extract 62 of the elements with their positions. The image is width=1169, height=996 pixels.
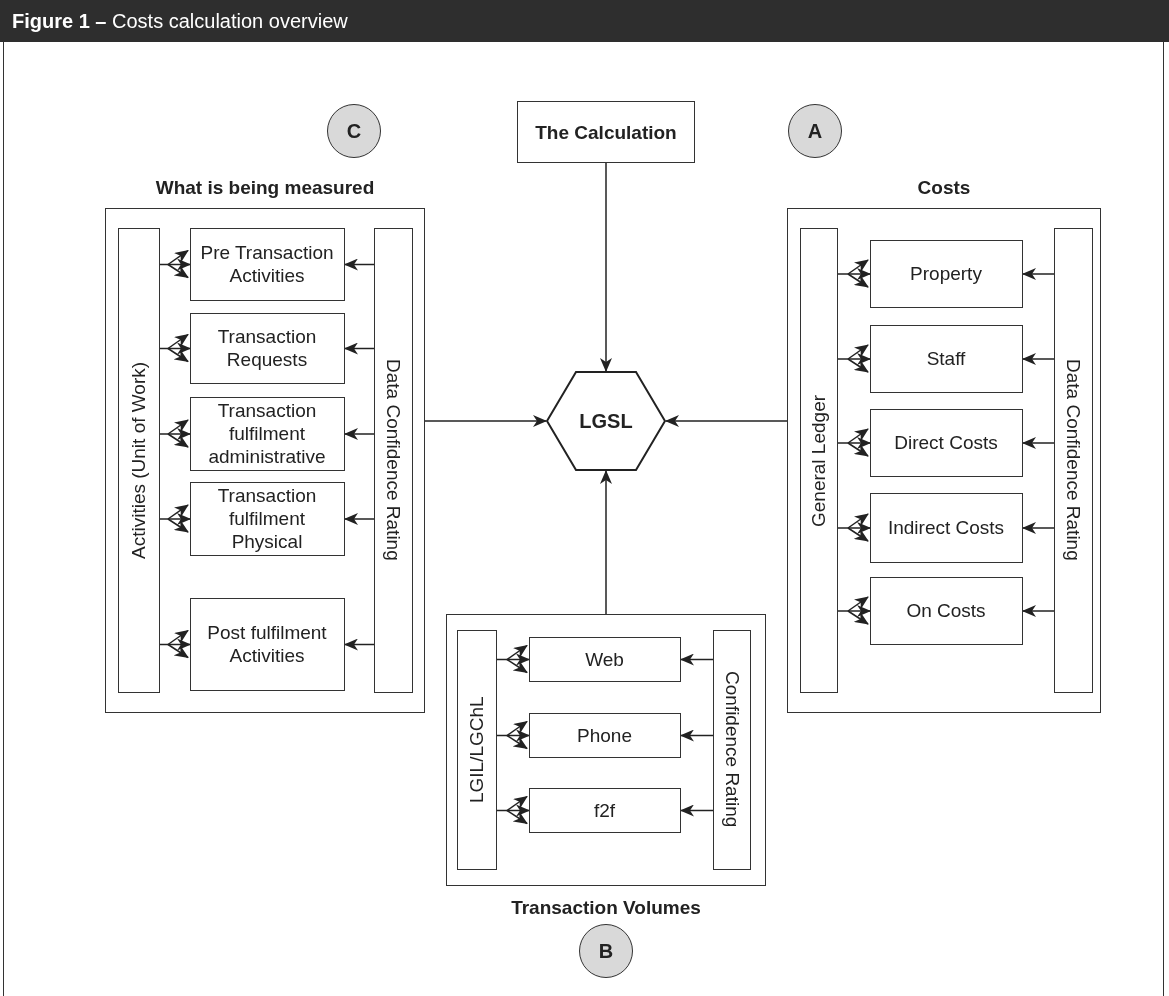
- arrow: [1022, 353, 1055, 365]
- node-label: LGSL: [579, 409, 633, 433]
- fork-arrow: [159, 249, 191, 279]
- circle-label: C: [346, 119, 362, 143]
- fork-arrow: [837, 344, 871, 373]
- fork-arrow: [837, 513, 871, 542]
- arrow: [665, 415, 788, 427]
- arrow: [344, 342, 375, 355]
- arrow: [344, 638, 375, 651]
- process-box: Pre Transaction Activities: [189, 227, 345, 301]
- process-box: Transaction fulfilment administrative: [189, 396, 345, 471]
- circle-marker: [788, 104, 842, 158]
- hexagon-node: [546, 371, 666, 471]
- process-box: Phone: [528, 712, 681, 758]
- fork-arrow: [496, 644, 530, 674]
- fork-arrow: [837, 428, 871, 457]
- process-box: Transaction Requests: [189, 312, 345, 384]
- arrow: [680, 653, 714, 666]
- arrow: [344, 513, 375, 525]
- process-box: On Costs: [869, 576, 1023, 645]
- fork-arrow: [496, 720, 530, 750]
- arrow: [1022, 605, 1055, 617]
- process-box: Web: [528, 636, 681, 682]
- vertical-label-bar: General Ledger: [799, 227, 838, 693]
- circle-marker: [327, 104, 381, 158]
- arrow: [600, 162, 612, 372]
- process-box: Post fulfilment Activities: [189, 597, 345, 691]
- panel-heading: What is being measured: [154, 177, 376, 199]
- circle-label: B: [598, 939, 614, 963]
- fork-arrow: [159, 333, 191, 363]
- fork-arrow: [837, 596, 871, 625]
- arrow: [680, 729, 714, 742]
- arrow: [1022, 268, 1055, 280]
- arrow: [600, 470, 612, 615]
- fork-arrow: [159, 504, 191, 533]
- vertical-label-bar: Activities (Unit of Work): [117, 227, 160, 693]
- circle-label: A: [807, 119, 823, 143]
- vertical-label-bar: LGIL/LGChL: [456, 629, 497, 870]
- process-box: Staff: [869, 324, 1023, 393]
- vertical-label-bar: Data Confidence Rating: [1053, 227, 1093, 693]
- fork-arrow: [159, 419, 191, 448]
- panel-heading: Transaction Volumes: [510, 897, 702, 919]
- arrow: [344, 428, 375, 440]
- process-box: f2f: [528, 787, 681, 833]
- process-box: Direct Costs: [869, 408, 1023, 477]
- process-box: The Calculation: [517, 101, 695, 163]
- figure-title: Figure 1 – Costs calculation overview: [12, 10, 348, 32]
- arrow: [344, 258, 375, 271]
- vertical-label-bar: Confidence Rating: [712, 629, 751, 870]
- panel-heading: Costs: [916, 177, 972, 199]
- fork-arrow: [837, 259, 871, 288]
- process-box: Transaction fulfilment Physical: [189, 481, 345, 556]
- circle-marker: [579, 924, 633, 978]
- arrow: [1022, 522, 1055, 534]
- arrow: [1022, 437, 1055, 449]
- arrow: [424, 415, 547, 427]
- vertical-label-bar: Data Confidence Rating: [373, 227, 413, 693]
- process-box: Property: [869, 239, 1023, 308]
- arrow: [680, 804, 714, 817]
- fork-arrow: [159, 629, 191, 659]
- process-box: Indirect Costs: [869, 492, 1023, 563]
- fork-arrow: [496, 795, 530, 825]
